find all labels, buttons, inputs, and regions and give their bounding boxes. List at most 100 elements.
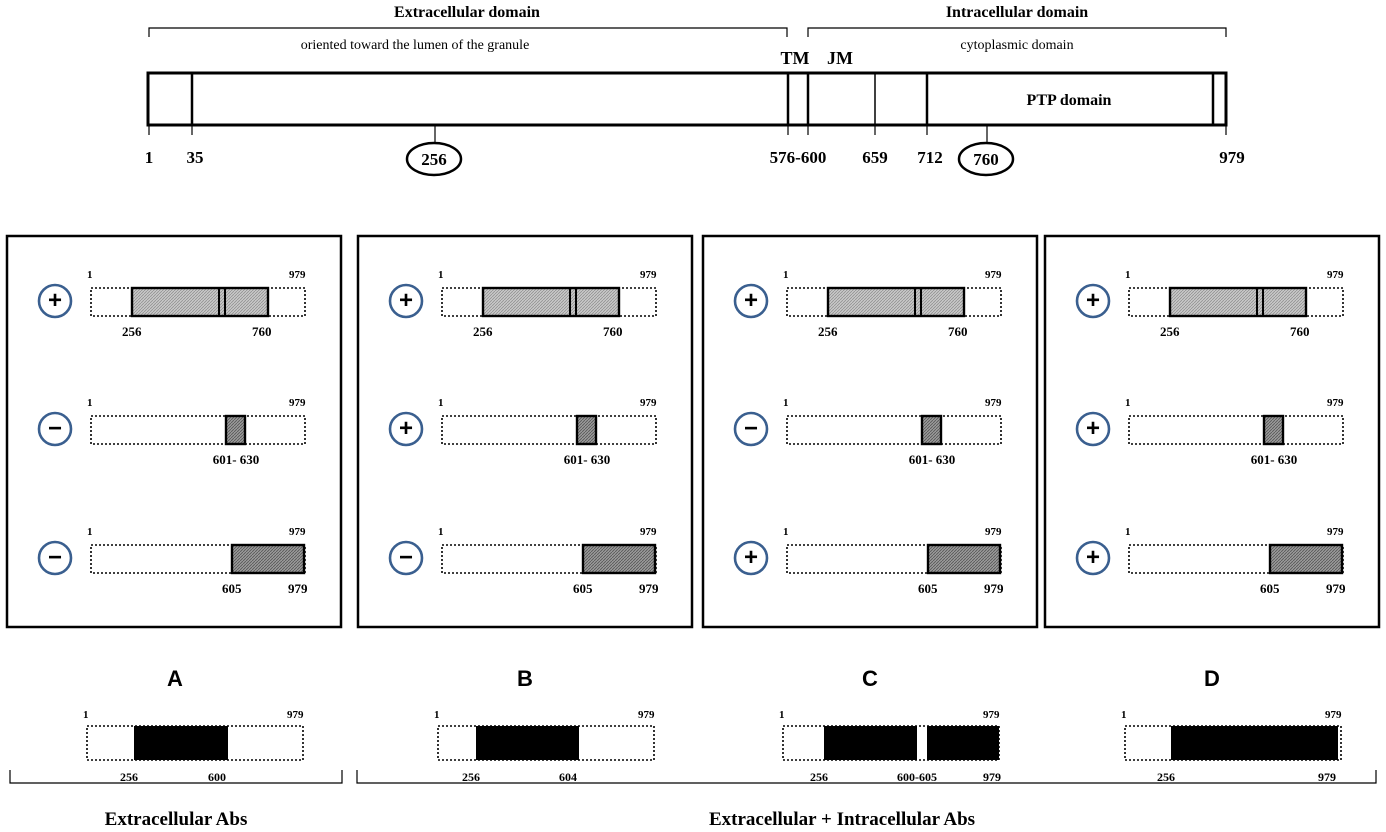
intracellular-domain-title: Intracellular domain [946, 4, 1088, 21]
fragment-start-label: 256 [473, 324, 493, 339]
combined-abs-bracket [356, 770, 1377, 784]
summary-start-label: 1 [434, 709, 440, 721]
sign-circle-icon [733, 411, 769, 447]
panel-letter: B [517, 666, 533, 691]
extracellular-domain-title: Extracellular domain [394, 4, 540, 21]
fragment-start-label: 605 [1260, 581, 1280, 596]
sign-circle-icon [1075, 540, 1111, 576]
panel-letter: A [167, 666, 183, 691]
summary-segment [927, 726, 999, 760]
fragment-end-label: 760 [1290, 324, 1310, 339]
summary-segment [1171, 726, 1338, 760]
sign-circle-icon [733, 283, 769, 319]
construct-end-label: 979 [1327, 269, 1344, 281]
sign-circle-icon [1075, 283, 1111, 319]
fragment-start-label: 605 [573, 581, 593, 596]
construct-start-label: 1 [1125, 526, 1131, 538]
fragment-box [1268, 543, 1344, 575]
sign-circle-icon [37, 411, 73, 447]
summary-end-label: 979 [1325, 709, 1342, 721]
sign-circle-icon [388, 283, 424, 319]
jm-label: JM [827, 48, 853, 68]
fragment-box [926, 543, 1002, 575]
summary-range-label: 256 [810, 770, 828, 784]
fragment-end-label: 760 [603, 324, 623, 339]
construct-end-label: 979 [640, 397, 657, 409]
sign-symbol: − [48, 544, 62, 571]
sign-symbol: + [1086, 544, 1100, 571]
fragment-end-label: 979 [639, 581, 659, 596]
sign-symbol: − [48, 415, 62, 442]
summary-segment [134, 726, 228, 760]
protein-schematic: Extracellular domain oriented toward the… [145, 4, 1245, 177]
fragment-box [130, 286, 270, 318]
sign-circle-icon [37, 283, 73, 319]
summary-range-label: 600-605 [897, 770, 937, 784]
summary-range-label: 979 [1318, 770, 1336, 784]
position-label-712: 712 [917, 148, 943, 167]
extracellular-bracket [148, 27, 788, 37]
sign-symbol: + [399, 415, 413, 442]
position-label-576-600: 576-600 [770, 148, 827, 167]
construct-outline [786, 415, 1002, 445]
summary-range-label: 256 [120, 770, 138, 784]
fragment-start-label: 605 [222, 581, 242, 596]
fragment-box [826, 286, 966, 318]
fragment-range-label: 601- 630 [909, 452, 956, 467]
construct-start-label: 1 [87, 526, 93, 538]
sign-circle-icon [37, 540, 73, 576]
summary-range-label: 604 [559, 770, 577, 784]
construct-start-label: 1 [1125, 397, 1131, 409]
summary-end-label: 979 [983, 709, 1000, 721]
construct-end-label: 979 [289, 397, 306, 409]
summary-segment [476, 726, 579, 760]
intracellular-bracket [807, 27, 1227, 37]
sign-circle-icon [1075, 411, 1111, 447]
footer: Extracellular Abs Extracellular + Intrac… [9, 770, 1377, 830]
fragment-box [920, 414, 943, 446]
ptp-domain-label: PTP domain [1027, 92, 1112, 109]
highlight-ellipse-256 [405, 141, 463, 177]
summary-range-label: 979 [983, 770, 1001, 784]
position-label-760: 760 [973, 150, 999, 169]
sign-symbol: − [399, 544, 413, 571]
fragment-start-label: 256 [1160, 324, 1180, 339]
construct-start-label: 1 [783, 269, 789, 281]
position-label-256: 256 [421, 150, 447, 169]
construct-start-label: 1 [438, 397, 444, 409]
fragment-box [1262, 414, 1285, 446]
construct-end-label: 979 [1327, 397, 1344, 409]
position-label-979: 979 [1219, 148, 1245, 167]
sign-symbol: + [1086, 287, 1100, 314]
fragment-box [575, 414, 598, 446]
position-label-35: 35 [187, 148, 204, 167]
construct-outline [1128, 415, 1344, 445]
sign-symbol: + [48, 287, 62, 314]
extracellular-domain-subtitle: oriented toward the lumen of the granule [301, 38, 530, 53]
highlight-ellipse-760 [957, 141, 1015, 177]
construct-outline [90, 415, 306, 445]
fragment-box [1168, 286, 1308, 318]
summary-start-label: 1 [779, 709, 785, 721]
position-label-659: 659 [862, 148, 888, 167]
fragment-end-label: 760 [948, 324, 968, 339]
construct-start-label: 1 [438, 269, 444, 281]
fragment-start-label: 256 [818, 324, 838, 339]
fragment-range-label: 601- 630 [1251, 452, 1298, 467]
summary-range-label: 256 [1157, 770, 1175, 784]
summary-end-label: 979 [638, 709, 655, 721]
sign-symbol: + [1086, 415, 1100, 442]
construct-end-label: 979 [640, 269, 657, 281]
panel-letter: C [862, 666, 878, 691]
fragment-box [224, 414, 247, 446]
summary-end-label: 979 [287, 709, 304, 721]
construct-end-label: 979 [289, 526, 306, 538]
construct-end-label: 979 [289, 269, 306, 281]
sign-circle-icon [388, 411, 424, 447]
